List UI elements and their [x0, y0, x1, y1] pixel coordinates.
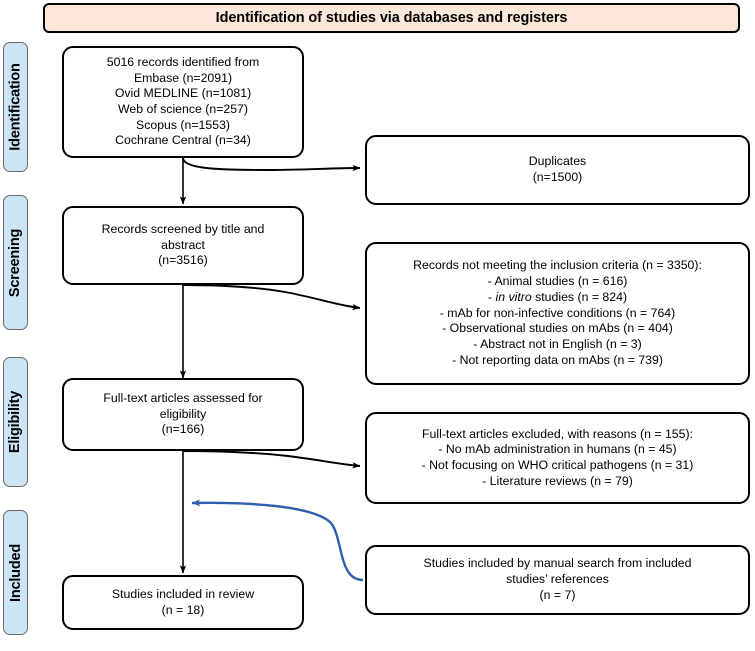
duplicates-line-1: Duplicates — [528, 154, 587, 169]
duplicates-line-2: (n=1500) — [532, 170, 583, 184]
records-identified-line-2: Embase (n=2091) — [133, 70, 233, 85]
fulltext-assessed-line-1: Full-text articles assessed for — [103, 390, 263, 405]
node-fulltext-excluded: Full-text articles excluded, with reason… — [365, 412, 750, 504]
node-duplicates: Duplicates (n=1500) — [365, 135, 750, 205]
records-identified-line-5: Scopus (n=1553) — [136, 117, 230, 132]
node-manual-search: Studies included by manual search from i… — [365, 545, 750, 615]
studies-included-line-2: (n = 18) — [161, 602, 205, 617]
stage-tab-included-label: Included — [7, 543, 24, 602]
fulltext-assessed-line-2: eligibility — [159, 406, 207, 421]
records-excluded-line-2: - Animal studies (n = 616) — [487, 274, 628, 289]
node-records-screened: Records screened by title and abstract (… — [62, 206, 304, 285]
fulltext-excluded-line-2: - No mAb administration in humans (n = 4… — [438, 442, 677, 457]
records-excluded-line-5: - Observational studies on mAbs (n = 404… — [442, 321, 673, 336]
stage-tab-identification-label: Identification — [7, 63, 24, 151]
connector-screened-to-excluded — [182, 284, 361, 311]
records-excluded-italic-fragment: in vitro — [495, 289, 532, 304]
records-excluded-line-7: - Not reporting data on mAbs (n = 739) — [452, 352, 663, 367]
stage-tab-identification: Identification — [3, 42, 28, 172]
records-excluded-line-6: - Abstract not in English (n = 3) — [473, 337, 642, 352]
records-excluded-line-4: - mAb for non-infective conditions (n = … — [439, 305, 676, 320]
connector-fulltext-to-fulltext-excluded — [182, 450, 361, 469]
manual-search-line-3: (n = 7) — [539, 587, 576, 602]
stage-tab-screening-label: Screening — [7, 228, 24, 297]
stage-tab-included: Included — [3, 510, 28, 635]
node-studies-included: Studies included in review (n = 18) — [62, 575, 304, 630]
fulltext-excluded-line-1: Full-text articles excluded, with reason… — [422, 426, 693, 441]
records-identified-line-4: Web of science (n=257) — [118, 102, 248, 116]
fulltext-assessed-line-3: (n=166) — [161, 422, 205, 437]
node-fulltext-assessed: Full-text articles assessed for eligibil… — [62, 378, 304, 451]
node-records-excluded: Records not meeting the inclusion criter… — [365, 242, 750, 385]
records-identified-line-6: Cochrane Central (n=34) — [115, 133, 251, 148]
records-excluded-line-3: - in vitro studies (n = 824) — [488, 290, 627, 306]
records-identified-line-3: Ovid MEDLINE (n=1081) — [114, 86, 252, 101]
records-excluded-line-3-prefix: - — [487, 289, 496, 304]
records-excluded-line-3-suffix: studies (n = 824) — [531, 289, 628, 304]
records-screened-line-2: abstract — [161, 237, 205, 252]
manual-search-line-1: Studies included by manual search from i… — [423, 556, 692, 571]
connector-identified-to-duplicates — [182, 157, 361, 172]
records-screened-line-1: Records screened by title and — [101, 221, 265, 236]
records-excluded-line-1: Records not meeting the inclusion criter… — [413, 258, 702, 273]
connector-manual-search-to-included — [191, 499, 364, 582]
stage-tab-screening: Screening — [3, 195, 28, 330]
node-records-identified: 5016 records identified from Embase (n=2… — [62, 46, 304, 158]
fulltext-excluded-line-4: - Literature reviews (n = 79) — [482, 473, 633, 488]
fulltext-excluded-line-3: - Not focusing on WHO critical pathogens… — [421, 458, 694, 472]
records-identified-line-1: 5016 records identified from — [106, 54, 260, 69]
manual-search-line-2: studies’ references — [506, 572, 609, 587]
identification-banner: Identification of studies via databases … — [43, 3, 740, 33]
studies-included-line-1: Studies included in review — [111, 586, 255, 601]
records-screened-line-3: (n=3516) — [158, 253, 208, 268]
stage-tab-eligibility: Eligibility — [3, 357, 28, 487]
stage-tab-eligibility-label: Eligibility — [7, 390, 24, 454]
